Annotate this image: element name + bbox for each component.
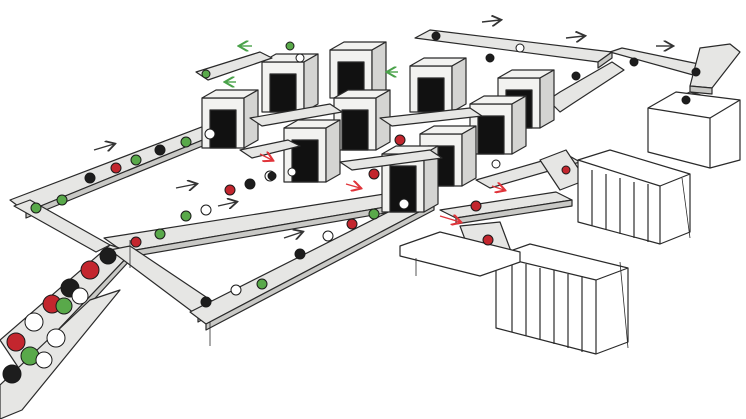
arrow-icon xyxy=(345,184,360,188)
platform-base xyxy=(399,231,521,277)
apple-icon xyxy=(322,230,334,242)
apple-icon xyxy=(201,69,211,79)
apple-icon xyxy=(2,364,22,384)
apple-icon xyxy=(56,194,68,206)
apple-icon xyxy=(470,200,482,212)
arrow-icon xyxy=(439,216,460,222)
fruit-items xyxy=(2,31,701,384)
apple-icon xyxy=(35,351,53,369)
apple-icon xyxy=(180,210,192,222)
apple-icon xyxy=(394,134,406,146)
apple-icon xyxy=(491,159,501,169)
apple-icon xyxy=(285,41,295,51)
arrow-icon xyxy=(175,184,196,188)
apple-icon xyxy=(30,202,42,214)
apple-icon xyxy=(46,328,66,348)
apple-icon xyxy=(130,236,142,248)
gate-unit xyxy=(469,95,527,155)
apple-icon xyxy=(691,67,701,77)
storage-crate-mid xyxy=(577,149,691,245)
apple-icon xyxy=(431,31,441,41)
storage-crate-top xyxy=(647,91,741,169)
apple-icon xyxy=(515,43,525,53)
apple-icon xyxy=(244,178,256,190)
arrow-icon xyxy=(259,154,272,160)
apple-icon xyxy=(200,204,212,216)
apple-icon xyxy=(230,284,242,296)
flow-arrows xyxy=(93,20,672,238)
apple-icon xyxy=(180,136,192,148)
apple-icon xyxy=(681,95,691,105)
apple-icon xyxy=(80,260,100,280)
apple-icon xyxy=(84,172,96,184)
arrow-icon xyxy=(565,36,584,38)
apple-icon xyxy=(154,228,166,240)
gate-unit xyxy=(329,41,387,99)
apple-icon xyxy=(571,71,581,81)
conveyor-belt-upper-right xyxy=(547,61,625,113)
apple-icon xyxy=(287,167,297,177)
arrow-icon xyxy=(491,186,504,190)
apple-icon xyxy=(629,57,639,67)
apple-icon xyxy=(485,53,495,63)
apple-icon xyxy=(6,332,26,352)
apple-icon xyxy=(368,208,380,220)
apple-icon xyxy=(368,168,380,180)
apple-icon xyxy=(295,53,305,63)
apple-icon xyxy=(224,184,236,196)
arrow-icon xyxy=(217,202,236,206)
apple-icon xyxy=(130,154,142,166)
apple-icon xyxy=(24,312,44,332)
apple-icon xyxy=(561,165,571,175)
apple-icon xyxy=(398,198,410,210)
gate-unit xyxy=(333,89,391,151)
arrow-icon xyxy=(283,232,302,238)
arrow-icon xyxy=(93,144,114,150)
apple-icon xyxy=(204,128,216,140)
apple-icon xyxy=(200,296,212,308)
apple-icon xyxy=(99,247,117,265)
apple-icon xyxy=(294,248,306,260)
apple-icon xyxy=(346,218,358,230)
apple-icon xyxy=(71,287,89,305)
apple-icon xyxy=(110,162,122,174)
apple-icon xyxy=(267,171,277,181)
gate-unit xyxy=(261,53,319,113)
sketch-guidelines xyxy=(129,177,691,349)
gate-unit xyxy=(409,57,467,113)
arrow-icon xyxy=(481,20,500,22)
apple-icon xyxy=(154,144,166,156)
apple-icon xyxy=(256,278,268,290)
apple-icon xyxy=(482,234,494,246)
storage-crate-front xyxy=(495,243,629,355)
conveyor-belt-inner-lanes xyxy=(195,51,483,171)
apple-icon xyxy=(55,297,73,315)
